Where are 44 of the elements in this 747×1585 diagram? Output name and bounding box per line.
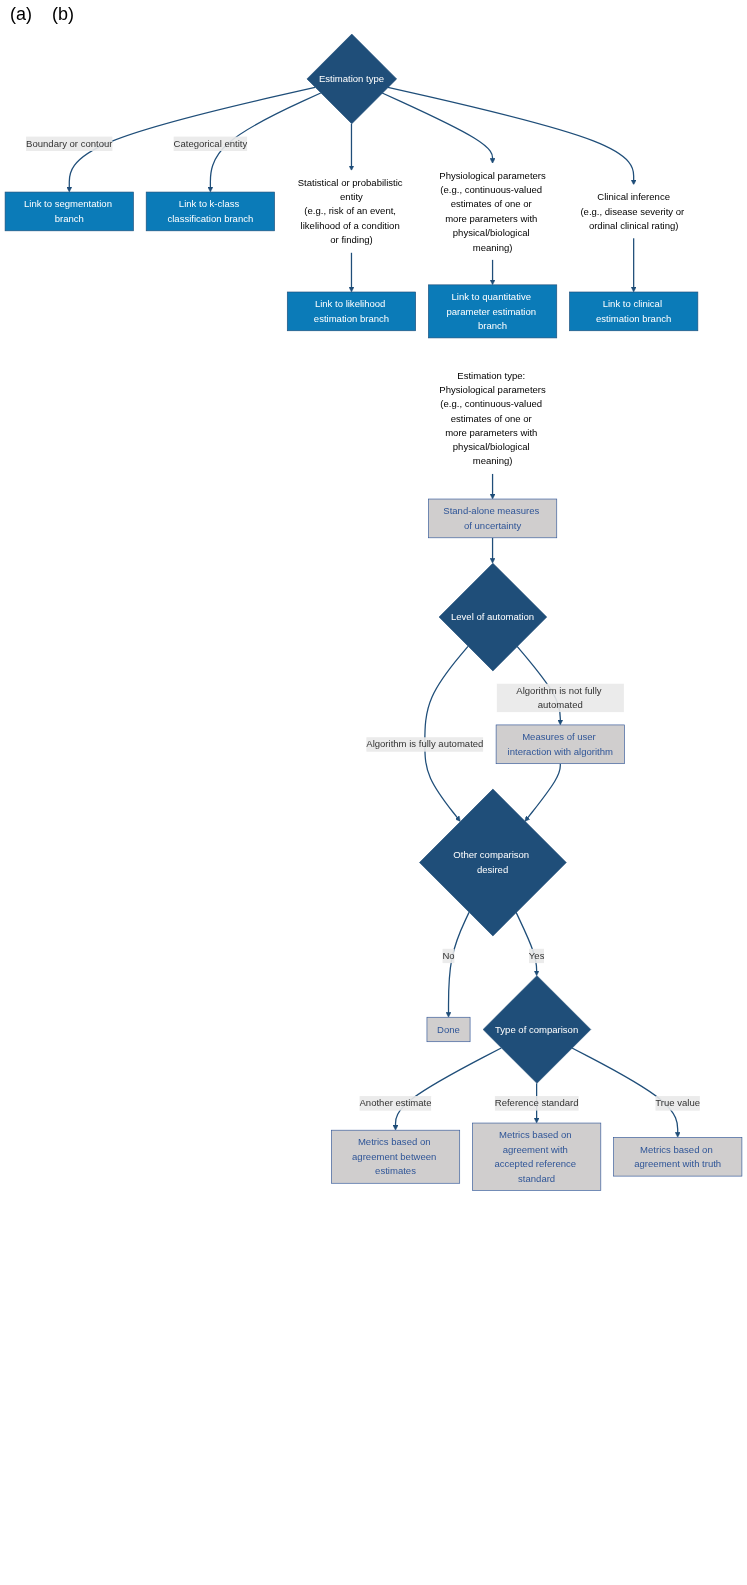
edge-label: Reference standard <box>494 1097 579 1109</box>
arrow <box>424 645 469 822</box>
node-diamond: Other comparison desired <box>419 788 567 937</box>
arrow <box>489 472 496 500</box>
edge-label: Yes <box>528 949 545 961</box>
node-diamond: Estimation type <box>306 33 397 125</box>
arrow <box>571 1047 681 1138</box>
node-text: Estimation type: Physiological parameters (e.g., continuous-valued estimates of one or more parameters with physical/biological meaning) <box>439 369 546 467</box>
edge-label: Algorithm is not fully automated <box>516 684 602 710</box>
arrow <box>630 237 637 293</box>
edge-label: Algorithm is fully automated <box>366 738 484 750</box>
arrow <box>348 123 355 171</box>
node-box: Metrics based on agreement with truth <box>613 1137 743 1177</box>
panel-label: (b) <box>52 4 74 25</box>
node-text: Physiological parameters (e.g., continuous-valued estimates of one or more parameters with physical/biological meaning) <box>439 169 546 253</box>
edge-label: Boundary or contour <box>26 137 113 149</box>
edge-label: Another estimate <box>359 1097 432 1109</box>
arrow <box>66 86 316 193</box>
arrow <box>381 92 496 164</box>
arrow <box>489 258 496 286</box>
node-box: Metrics based on agreement with accepted reference standard <box>472 1122 602 1191</box>
panel-label: (a) <box>10 4 32 25</box>
node-diamond: Level of automation <box>438 562 548 672</box>
node-box: Link to clinical estimation branch <box>569 291 699 332</box>
node-box: Stand-alone measures of uncertainty <box>428 498 558 539</box>
edge-label: Categorical entity <box>173 137 248 149</box>
arrow <box>348 251 355 293</box>
node-box: Link to quantitative parameter estimation branch <box>428 284 558 339</box>
arrow <box>524 763 561 822</box>
node-box: Link to segmentation branch <box>4 191 134 232</box>
node-text: Statistical or probabilistic entity (e.g., risk of an event, likelihood of a condition or finding) <box>297 176 403 245</box>
node-box: Link to k-class classification branch <box>145 191 275 232</box>
arrow <box>515 911 540 976</box>
node-box: Done <box>426 1016 471 1043</box>
edge-label: True value <box>655 1097 701 1109</box>
arrow <box>445 911 470 1018</box>
arrow <box>489 537 496 564</box>
arrow <box>387 86 637 186</box>
node-diamond: Type of comparison <box>482 975 592 1084</box>
edge-label: No <box>442 949 455 961</box>
node-box: Metrics based on agreement between estimates <box>331 1129 461 1184</box>
node-box: Link to likelihood estimation branch <box>286 291 416 332</box>
node-box: Measures of user interaction with algorithm <box>495 724 625 764</box>
node-text: Clinical inference (e.g., disease severity or ordinal clinical rating) <box>580 191 685 231</box>
